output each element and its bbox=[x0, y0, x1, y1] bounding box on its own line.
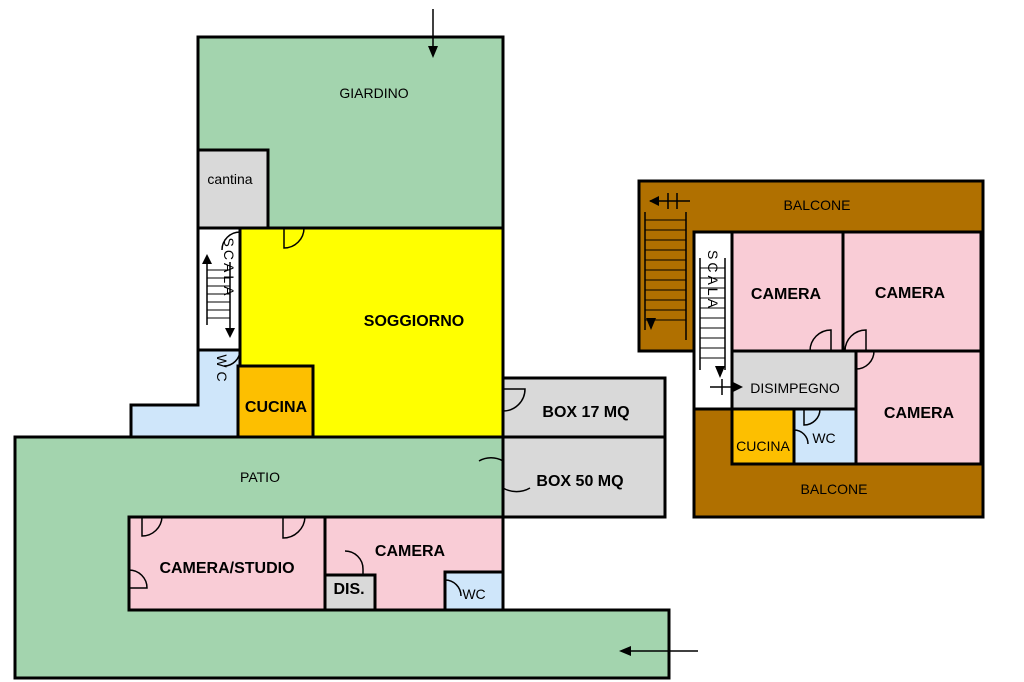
wc-corridor-label: WC bbox=[214, 354, 230, 385]
stair-steps bbox=[207, 269, 230, 319]
entrance-arrow-bottom-icon bbox=[619, 646, 698, 656]
door-swings-upper bbox=[793, 329, 875, 445]
giardino-label: GIARDINO bbox=[339, 85, 408, 101]
disimpegno-label: DISIMPEGNO bbox=[750, 380, 840, 396]
dis-room bbox=[323, 573, 377, 612]
ground-floor: GIARDINO cantina SCALA WC SOGGIORNO CUCI… bbox=[13, 9, 698, 680]
patio-label: PATIO bbox=[240, 469, 280, 485]
cucina-room bbox=[236, 364, 315, 439]
upper-floor: SCALA CAMERA CAMERA CAMERA DISIMPEGNO CU… bbox=[637, 179, 985, 519]
box-17-label: BOX 17 MQ bbox=[542, 404, 629, 421]
upper-stair-arrow-icon bbox=[715, 366, 725, 378]
disimpegno-arrow-icon bbox=[710, 379, 743, 395]
camera-studio-label: CAMERA/STUDIO bbox=[159, 560, 294, 577]
disimpegno-room bbox=[730, 349, 858, 411]
wc-ground-room bbox=[443, 570, 505, 612]
box-17-room bbox=[501, 376, 667, 439]
balcone-bottom-label: BALCONE bbox=[801, 481, 868, 497]
wc-upper-label: WC bbox=[812, 430, 835, 446]
camera-upper-3-label: CAMERA bbox=[884, 405, 955, 422]
camera-upper-3 bbox=[854, 349, 983, 466]
camera-upper-2-label: CAMERA bbox=[875, 285, 946, 302]
entrance-arrow-top-icon bbox=[428, 9, 438, 58]
upper-stair-steps bbox=[700, 267, 725, 359]
box-50-label: BOX 50 MQ bbox=[536, 473, 623, 490]
camera-upper-1-label: CAMERA bbox=[751, 286, 822, 303]
cucina-upper-room bbox=[730, 407, 796, 466]
box-50-room bbox=[501, 435, 667, 519]
cantina-room bbox=[196, 148, 270, 230]
scala-upper-label: SCALA bbox=[705, 250, 721, 311]
cantina-label: cantina bbox=[207, 171, 252, 187]
camera-studio-room bbox=[127, 515, 327, 612]
balcone-top-label: BALCONE bbox=[784, 197, 851, 213]
stair-arrow-up-icon bbox=[202, 254, 212, 264]
stair-arrow-down-icon bbox=[225, 328, 235, 338]
cucina-upper-label: CUCINA bbox=[736, 438, 790, 454]
exterior-stair bbox=[644, 193, 690, 340]
door-swings-ground bbox=[128, 227, 531, 597]
soggiorno-label: SOGGIORNO bbox=[364, 313, 464, 330]
wc-ground-label: WC bbox=[462, 586, 485, 602]
scala-ground-label: SCALA bbox=[221, 238, 237, 299]
camera-ground-label: CAMERA bbox=[375, 543, 446, 560]
cucina-label: CUCINA bbox=[245, 399, 308, 416]
dis-label: DIS. bbox=[333, 581, 364, 598]
camera-upper-1 bbox=[730, 230, 845, 353]
